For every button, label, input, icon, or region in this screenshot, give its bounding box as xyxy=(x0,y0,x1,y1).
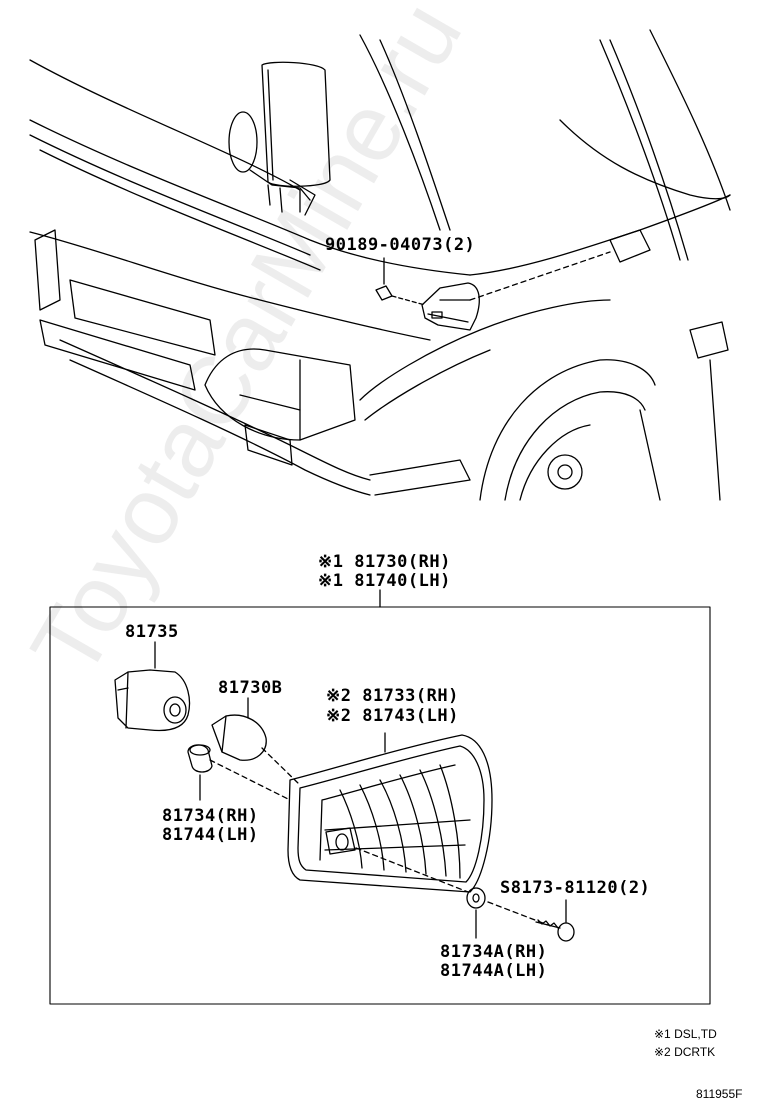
callout-lens-rh: ※2 81733(RH) xyxy=(326,686,459,706)
bulb-part xyxy=(211,697,301,786)
callout-assembly-lh: ※1 81740(LH) xyxy=(318,571,451,591)
callout-gasket-rh: 81734A(RH) xyxy=(440,942,548,962)
gasket-part xyxy=(466,887,549,939)
callout-socket: 81735 xyxy=(125,622,179,642)
callout-lens-lh: ※2 81743(LH) xyxy=(326,706,459,726)
callout-gasket-lh: 81744A(LH) xyxy=(440,961,548,981)
callout-packing-rh: 81734(RH) xyxy=(162,806,259,826)
truck-cab-illustration xyxy=(29,29,731,501)
socket-part xyxy=(114,641,191,732)
callout-bulb: 81730B xyxy=(218,678,283,698)
figure-id: 811955F xyxy=(696,1087,743,1101)
callout-assembly-rh: ※1 81730(RH) xyxy=(318,552,451,572)
assembly-frame xyxy=(49,606,711,1005)
footnote-1: ※1 DSL,TD xyxy=(654,1027,717,1041)
callout-clip: 90189-04073(2) xyxy=(325,235,476,255)
lens-housing-part xyxy=(287,732,493,893)
footnote-2: ※2 DCRTK xyxy=(654,1045,716,1059)
packing-part xyxy=(187,744,291,801)
callout-screw: S8173-81120(2) xyxy=(500,878,651,898)
screw-part xyxy=(535,899,575,942)
callout-packing-lh: 81744(LH) xyxy=(162,825,259,845)
